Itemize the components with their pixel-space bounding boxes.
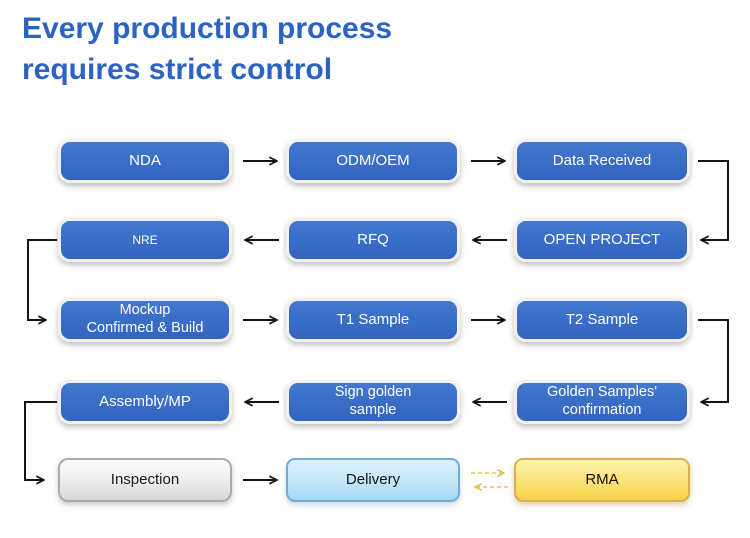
page-title-line1: Every production process [22,12,393,45]
process-box-golden-samples-confirmation-label: Golden Samples' confirmation [547,384,657,418]
connector-datareceived-to-openproject [698,160,729,245]
connector-assembly-to-inspection [24,401,57,485]
process-box-data-received: Data Received [514,139,690,183]
process-box-assembly-mp: Assembly/MP [58,380,232,424]
process-box-t1-sample: T1 Sample [286,298,460,342]
process-box-open-project: OPEN PROJECT [514,218,690,262]
process-box-mockup-confirmed-build: Mockup Confirmed & Build [58,298,232,342]
process-box-sign-golden-sample: Sign golden sample [286,380,460,424]
process-box-sign-golden-sample-label: Sign golden sample [334,384,412,418]
process-box-inspection-label: Inspection [110,470,180,488]
process-box-rma-label: RMA [585,470,619,488]
process-box-rfq: RFQ [286,218,460,262]
process-box-golden-samples-confirmation: Golden Samples' confirmation [514,380,690,424]
process-box-odm-oem: ODM/OEM [286,139,460,183]
process-box-inspection: Inspection [58,458,232,502]
process-box-rma: RMA [514,458,690,502]
process-box-delivery: Delivery [286,458,460,502]
process-box-t2-sample-label: T2 Sample [565,310,639,328]
process-box-open-project-label: OPEN PROJECT [543,230,661,248]
page-title: Every production process requires strict… [22,8,502,91]
process-box-data-received-label: Data Received [552,151,652,169]
process-box-delivery-label: Delivery [345,470,401,488]
process-box-nda-label: NDA [129,151,161,169]
process-box-mockup-label: Mockup Confirmed & Build [86,302,204,336]
process-box-nre-label: NRE [132,232,158,247]
process-box-nda: NDA [58,139,232,183]
connector-nre-to-mockup [27,239,57,325]
process-box-odm-oem-label: ODM/OEM [336,151,410,169]
connector-t2sample-to-goldenconfirmation [698,319,729,407]
process-box-t1-sample-label: T1 Sample [336,310,410,328]
process-box-t2-sample: T2 Sample [514,298,690,342]
process-box-rfq-label: RFQ [357,230,389,248]
process-box-nre: NRE [58,218,232,262]
process-box-assembly-mp-label: Assembly/MP [99,392,191,410]
page-title-line2: requires strict control [22,53,333,87]
